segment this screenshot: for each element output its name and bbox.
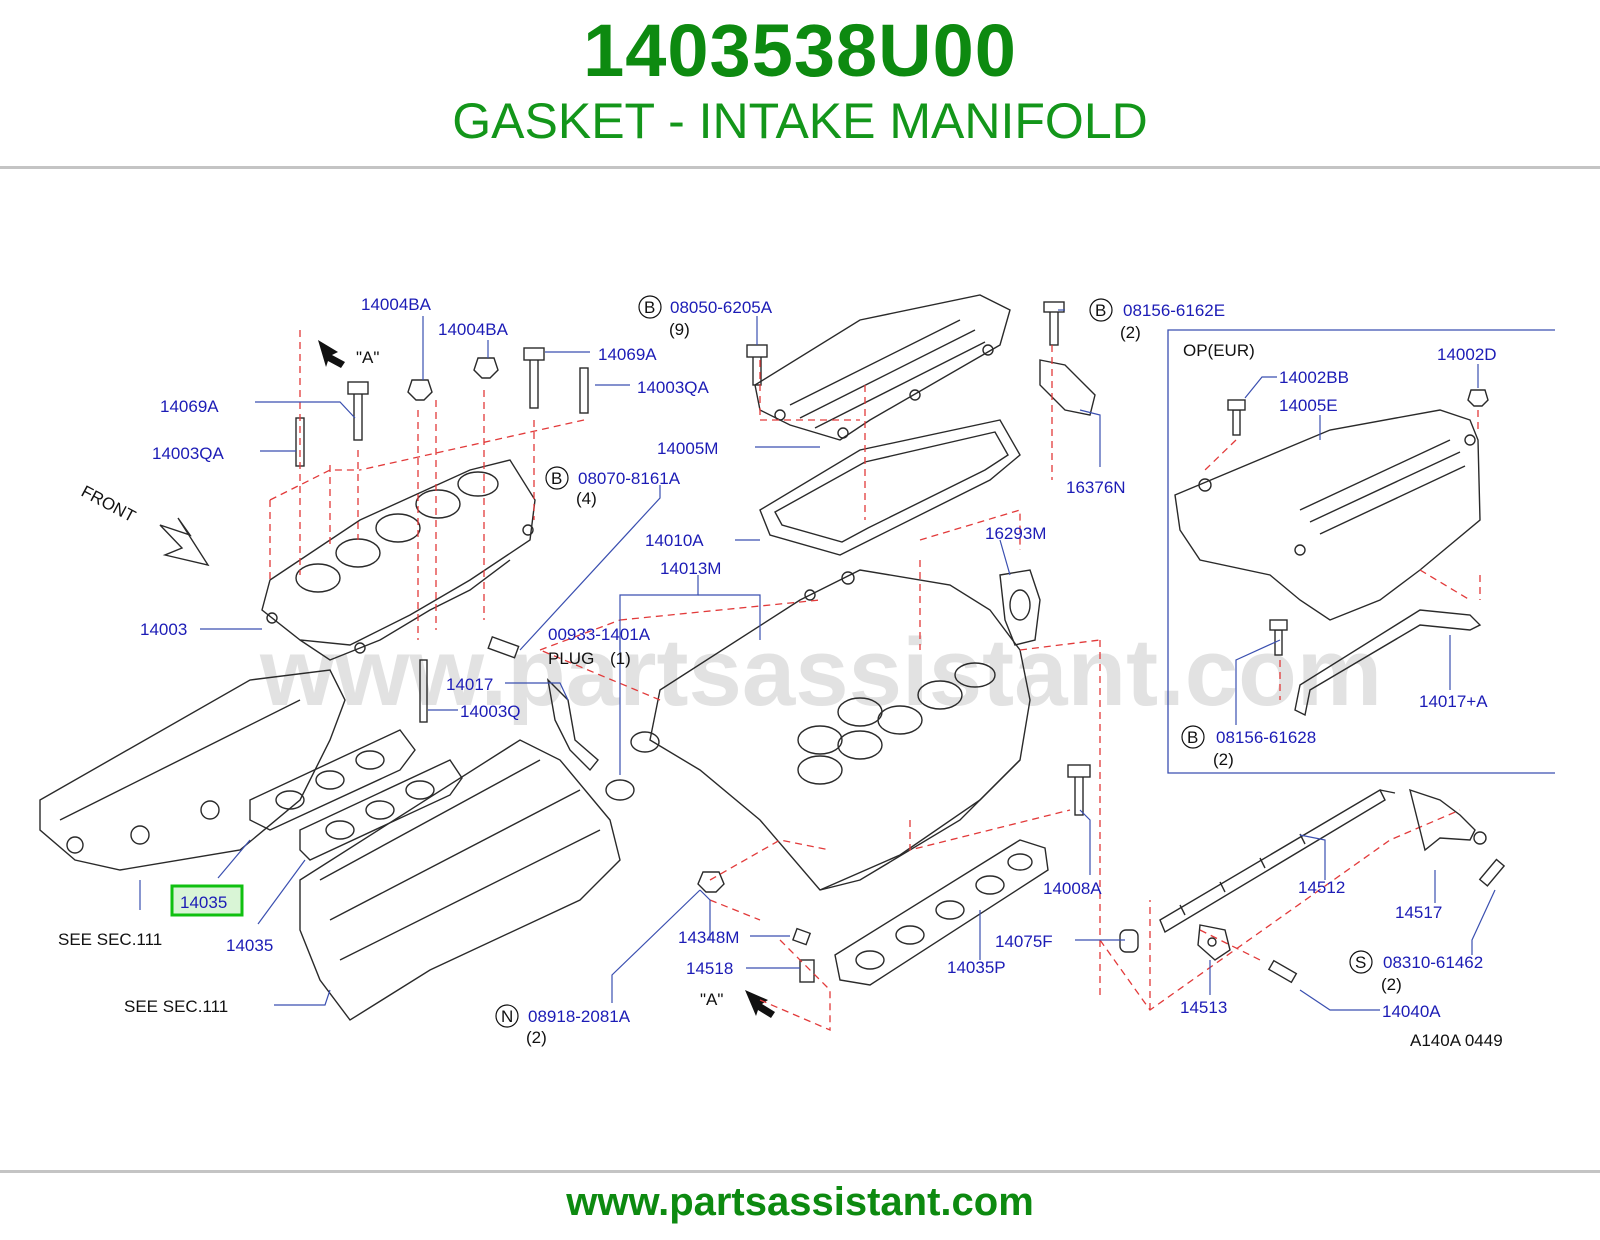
label-14512[interactable]: 14512 [1298,878,1345,897]
diagram-code: A140A 0449 [1410,1031,1503,1050]
label-14017[interactable]: 14017 [446,675,493,694]
bolt-studs-upper-left [295,347,589,723]
label-16376n[interactable]: 16376N [1066,478,1126,497]
label-00933-1401a[interactable]: 00933-1401A [548,625,651,644]
front-label: FRONT [78,482,139,526]
highlighted-part-box [170,884,244,917]
assembly-guides-inset [1204,410,1481,700]
intake-collector-cover-drawing [754,294,1011,441]
label-14004ba[interactable]: 14004BA [361,295,432,314]
code-circle-b [545,466,569,490]
qty-08310-61462: (2) [1381,975,1402,994]
cylinder-head-drawing [39,669,621,1021]
assembly-guides-upper-left [269,330,585,640]
code-letter-b: B [1187,728,1198,747]
label-14005e[interactable]: 14005E [1279,396,1338,415]
qty-08156-6162e: (2) [1120,323,1141,342]
label-16293m[interactable]: 16293M [985,524,1046,543]
exhaust-gasket-14035-drawing [249,729,463,861]
plug-label: PLUG [548,649,594,668]
footer-divider [0,1170,1600,1173]
label-14010a[interactable]: 14010A [645,531,704,550]
label-08050-6205a[interactable]: 08050-6205A [670,298,773,317]
code-circle-n [495,1004,519,1028]
label-14069a[interactable]: 14069A [598,345,657,364]
qty-08918-2081a: (2) [526,1028,547,1047]
label-14004ba[interactable]: 14004BA [438,320,509,339]
bolts-right-drawing [1267,858,1506,984]
label-14008a[interactable]: 14008A [1043,879,1102,898]
code-letter-n: N [501,1007,513,1026]
footer-website-link[interactable]: www.partsassistant.com [566,1180,1034,1224]
label-14003q[interactable]: 14003Q [460,702,521,721]
label-08310-61462[interactable]: 08310-61462 [1383,953,1483,972]
label-14003qa[interactable]: 14003QA [152,444,224,463]
upper-intake-manifold-drawing [630,569,1031,891]
view-a-label-bottom: "A" [700,990,723,1009]
label-14017-plus-a[interactable]: 14017+A [1419,692,1488,711]
label-14005m[interactable]: 14005M [657,439,718,458]
label-14069a[interactable]: 14069A [160,397,219,416]
label-14002d[interactable]: 14002D [1437,345,1497,364]
part-name-subtitle: GASKET - INTAKE MANIFOLD [452,93,1148,149]
engine-cover-14005e-drawing [1174,409,1481,621]
qty-08050-6205a: (9) [669,320,690,339]
qty-08156-61628: (2) [1213,750,1234,769]
label-14035p[interactable]: 14035P [947,958,1006,977]
label-14002bb[interactable]: 14002BB [1279,368,1349,387]
collector-gasket-14010a-drawing [759,419,1021,556]
view-a-label-top: "A" [356,348,379,367]
intake-gasket-14035p-drawing [834,839,1049,986]
qty-08070-8161a: (4) [576,489,597,508]
code-circle-b [638,295,662,319]
cover-bracket-14017a-drawing [1294,609,1482,717]
front-arrow-icon [159,517,210,567]
code-letter-b: B [644,298,655,317]
code-letter-s: S [1355,953,1366,972]
see-sec-111-note: SEE SEC.111 [58,930,162,949]
view-a-arrow-icon [318,340,345,368]
code-letter-b: B [1095,301,1106,320]
label-14013m[interactable]: 14013M [660,559,721,578]
rail-bracket-14513-drawing [1197,924,1231,961]
label-14035-highlighted[interactable]: 14035 [180,893,227,912]
header-divider [0,166,1600,169]
label-14003[interactable]: 14003 [140,620,187,639]
label-08070-8161a[interactable]: 08070-8161A [578,469,681,488]
plug-qty: (1) [610,649,631,668]
code-circle-b [1181,725,1205,749]
see-sec-111-note: SEE SEC.111 [124,997,228,1016]
label-14518[interactable]: 14518 [686,959,733,978]
label-08156-61628[interactable]: 08156-61628 [1216,728,1316,747]
label-14035[interactable]: 14035 [226,936,273,955]
page-header: 1403538U00 GASKET - INTAKE MANIFOLD [0,0,1600,170]
label-14040a[interactable]: 14040A [1382,1002,1441,1021]
pressure-regulator-14517-drawing [1409,788,1487,852]
part-number-title: 1403538U00 [583,9,1017,92]
label-14075f[interactable]: 14075F [995,932,1053,951]
label-14003qa[interactable]: 14003QA [637,378,709,397]
inset-bolts-drawing [1227,389,1489,656]
label-14348m[interactable]: 14348M [678,928,739,947]
code-circle-s [1349,950,1373,974]
leader-lines [139,309,1496,1011]
throttle-gasket-16293m-drawing [999,569,1041,646]
label-14517[interactable]: 14517 [1395,903,1442,922]
op-eur-label: OP(EUR) [1183,341,1255,360]
bracket-16376n-drawing [1039,359,1096,416]
center-small-parts-drawing [487,301,1139,983]
label-14513[interactable]: 14513 [1180,998,1227,1017]
watermark: www.partsassistant.com [259,619,1382,726]
view-a-arrow-icon-bottom [745,990,775,1018]
code-circle-b [1089,298,1113,322]
label-08918-2081a[interactable]: 08918-2081A [528,1007,631,1026]
fuel-rail-14512-drawing [1159,789,1396,934]
op-eur-inset-frame [1167,329,1555,774]
code-letter-b: B [551,469,562,488]
label-08156-6162e[interactable]: 08156-6162E [1123,301,1225,320]
